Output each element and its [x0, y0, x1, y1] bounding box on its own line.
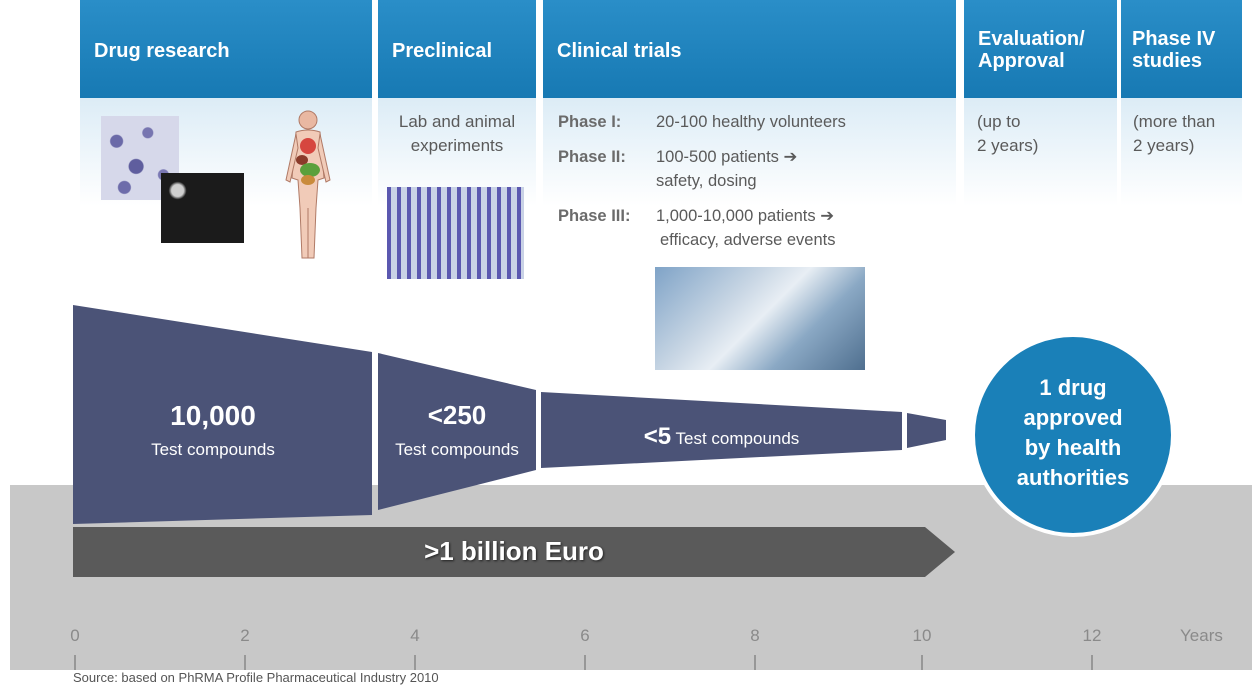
- phase3-text: 1,000-10,000 patients ➔: [656, 207, 835, 225]
- seg3-number: <5: [643, 423, 672, 450]
- seg3-row: <5 Test compounds: [541, 423, 902, 451]
- preclinical-text-line2: experiments: [410, 136, 504, 155]
- tick-label-10: 10: [912, 626, 932, 645]
- phase3-row: Phase III: 1,000-10,000 patients ➔: [558, 205, 834, 228]
- tick-label-8: 8: [750, 626, 760, 645]
- seg1-label: Test compounds: [151, 440, 275, 459]
- phase2-text2: safety, dosing: [656, 172, 757, 190]
- header-phase4-line2: studies: [1132, 50, 1203, 72]
- funnel-segment-4: [907, 413, 946, 448]
- evaluation-text-line2: 2 years): [977, 136, 1039, 155]
- seg1-number: 10,000: [170, 400, 256, 431]
- clinic-photo: [655, 267, 865, 370]
- tick-label-12: 12: [1082, 626, 1102, 645]
- seg2-label: Test compounds: [395, 440, 519, 459]
- preclinical-text-line1: Lab and animal: [398, 112, 516, 131]
- phase3-label: Phase III:: [558, 207, 631, 225]
- phase1-row: Phase I: 20-100 healthy volunteers: [558, 111, 846, 134]
- header-phase4: Phase IV studies: [1121, 0, 1242, 98]
- cost-arrow-label: >1 billion Euro: [424, 536, 604, 566]
- human-body-icon: [285, 110, 331, 259]
- header-preclinical: Preclinical: [378, 0, 536, 98]
- funnel-segment-2: [378, 353, 536, 510]
- lab-plate-image: [387, 187, 524, 279]
- tick-label-2: 2: [240, 626, 250, 645]
- circle-line4: authorities: [1016, 465, 1130, 490]
- phase2-row: Phase II: 100-500 patients ➔: [558, 146, 797, 169]
- phase2-label: Phase II:: [558, 148, 626, 166]
- header-drug-research-label: Drug research: [94, 40, 230, 62]
- preclinical-text: Lab and animal experiments: [382, 110, 532, 158]
- electron-microscope-image: [161, 173, 244, 243]
- approval-circle-text: 1 drug approved by health authorities: [975, 373, 1171, 493]
- phase4-text: (more than 2 years): [1133, 110, 1215, 158]
- seg3-label: Test compounds: [675, 429, 800, 448]
- cost-arrow: [73, 527, 955, 577]
- phase3-text2: efficacy, adverse events: [660, 231, 836, 249]
- tick-label-0: 0: [70, 626, 80, 645]
- evaluation-text: (up to 2 years): [977, 110, 1038, 158]
- source-note: Source: based on PhRMA Profile Pharmaceu…: [73, 670, 439, 685]
- funnel-segment-1: [73, 305, 372, 524]
- approval-circle: 1 drug approved by health authorities: [971, 333, 1175, 537]
- timeline-unit: Years: [1180, 626, 1223, 645]
- header-evaluation-line2: Approval: [978, 50, 1065, 72]
- pane-evaluation: [964, 98, 1117, 278]
- header-drug-research: Drug research: [80, 0, 372, 98]
- pane-clinical-trials: [543, 98, 956, 278]
- funnel-segment-3: [541, 392, 902, 468]
- timeline-ticks: [74, 655, 1093, 670]
- header-preclinical-label: Preclinical: [392, 40, 493, 62]
- tick-label-4: 4: [410, 626, 420, 645]
- phase4-text-line1: (more than: [1133, 112, 1216, 131]
- phase4-text-line2: 2 years): [1133, 136, 1195, 155]
- phase2-text: 100-500 patients ➔: [656, 148, 798, 166]
- header-clinical-trials: Clinical trials: [543, 0, 956, 98]
- circle-line3: by health: [1024, 435, 1122, 460]
- pane-phase4: [1121, 98, 1242, 278]
- tick-label-6: 6: [580, 626, 590, 645]
- seg2-number: <250: [427, 400, 487, 430]
- circle-line2: approved: [1023, 405, 1123, 430]
- header-clinical-trials-label: Clinical trials: [557, 40, 682, 62]
- phase1-label: Phase I:: [558, 113, 622, 131]
- circle-line1: 1 drug: [1039, 375, 1107, 400]
- phase1-text: 20-100 healthy volunteers: [656, 113, 846, 131]
- header-evaluation: Evaluation/ Approval: [964, 0, 1117, 98]
- evaluation-text-line1: (up to: [977, 112, 1021, 131]
- header-evaluation-line1: Evaluation/: [978, 28, 1085, 50]
- header-phase4-line1: Phase IV: [1132, 28, 1216, 50]
